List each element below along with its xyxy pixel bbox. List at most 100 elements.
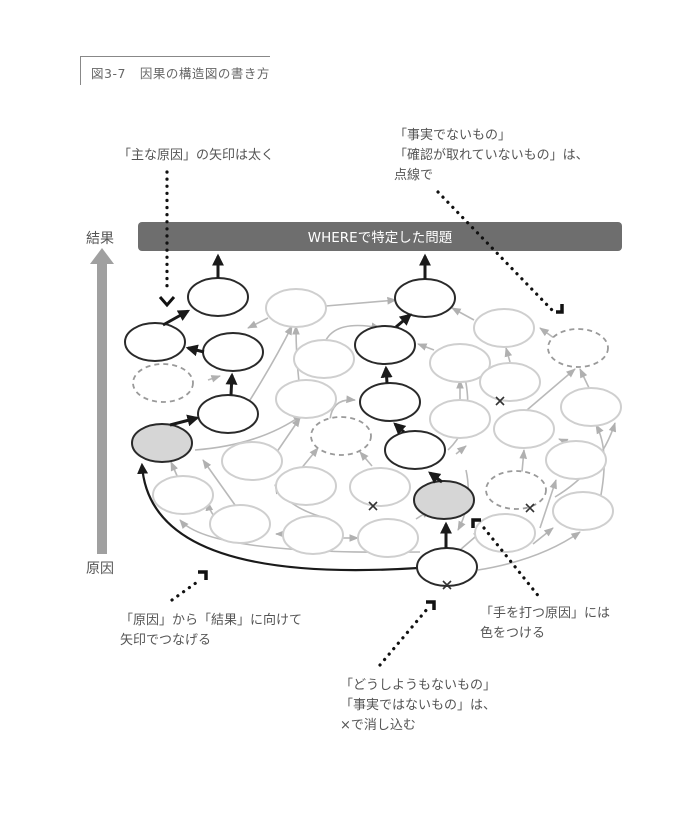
note-unverified-line3: 点線で bbox=[394, 168, 434, 183]
main-path-node bbox=[187, 277, 249, 317]
main-path-node bbox=[384, 430, 446, 470]
cause-node bbox=[221, 441, 283, 481]
main-path-node bbox=[124, 322, 186, 362]
cause-node bbox=[275, 466, 337, 506]
edge bbox=[249, 325, 293, 401]
note-connect-line1: 「原因」から「結果」に向けて bbox=[120, 613, 303, 628]
cause-node bbox=[357, 518, 419, 558]
cause-node bbox=[545, 440, 607, 480]
main-edge bbox=[185, 344, 205, 357]
note-unverified: 「事実でないもの」 「確認が取れていないもの」は、 点線で bbox=[394, 126, 589, 186]
corner-bracket-icon bbox=[556, 304, 564, 314]
note-unverified-line1: 「事実でないもの」 bbox=[394, 128, 512, 143]
nodes bbox=[124, 277, 622, 587]
x-mark-icon bbox=[442, 580, 452, 590]
corner-bracket-icon bbox=[198, 570, 208, 580]
chevron-down-icon bbox=[158, 296, 176, 308]
callout-leaders bbox=[158, 170, 564, 667]
figure-number: 図3-7 bbox=[91, 66, 126, 81]
leader-eliminate bbox=[378, 606, 430, 667]
leader-unverified bbox=[436, 190, 554, 312]
edge bbox=[207, 375, 221, 383]
main-path-node bbox=[197, 394, 259, 434]
edge bbox=[170, 461, 179, 479]
edge bbox=[526, 368, 576, 411]
note-eliminate-line2: 「事実ではないもの」は、 bbox=[340, 698, 497, 713]
note-eliminate: 「どうしようもないもの」 「事実ではないもの」は、 ×で消し込む bbox=[340, 676, 496, 736]
cause-node bbox=[473, 308, 535, 348]
note-actionable-line1: 「手を打つ原因」には bbox=[480, 606, 611, 621]
main-cause-curve bbox=[137, 462, 419, 572]
main-edge bbox=[169, 414, 200, 427]
note-eliminate-line1: 「どうしようもないもの」 bbox=[340, 678, 497, 693]
cause-node bbox=[275, 379, 337, 419]
note-connect: 「原因」から「結果」に向けて 矢印でつなげる bbox=[120, 611, 302, 651]
eliminated-marks bbox=[368, 396, 535, 590]
axis-shaft bbox=[97, 262, 107, 554]
x-mark-icon bbox=[525, 503, 535, 513]
cause-node bbox=[209, 504, 271, 544]
corner-bracket-icon bbox=[426, 600, 436, 610]
note-unverified-line2: 「確認が取れていないもの」は、 bbox=[394, 148, 589, 163]
cause-node bbox=[479, 362, 541, 402]
x-mark-icon bbox=[495, 396, 505, 406]
edge bbox=[539, 327, 555, 339]
edge bbox=[247, 317, 269, 329]
main-edge bbox=[393, 422, 407, 435]
edge bbox=[477, 531, 581, 571]
main-edge bbox=[225, 372, 238, 396]
main-cause-edges bbox=[162, 253, 452, 548]
unverified-node bbox=[310, 416, 372, 456]
main-edge bbox=[428, 471, 443, 484]
main-edge bbox=[395, 313, 412, 329]
edge bbox=[417, 343, 435, 351]
note-actionable: 「手を打つ原因」には 色をつける bbox=[480, 604, 610, 644]
edge bbox=[451, 307, 475, 321]
unverified-node bbox=[132, 363, 194, 403]
main-path-node bbox=[202, 332, 264, 372]
leader-connect bbox=[170, 578, 202, 602]
note-connect-line2: 矢印でつなげる bbox=[120, 633, 212, 648]
main-edge bbox=[162, 309, 191, 327]
cause-node bbox=[349, 467, 411, 507]
axis-label-result: 結果 bbox=[86, 231, 114, 247]
corner-bracket-icon bbox=[471, 518, 481, 528]
edge bbox=[329, 395, 356, 421]
problem-bar-label: WHEREで特定した問題 bbox=[308, 230, 453, 246]
unverified-node bbox=[547, 328, 609, 368]
main-path-node bbox=[416, 547, 478, 587]
edge bbox=[539, 479, 557, 529]
axis-label-cause: 原因 bbox=[86, 561, 114, 577]
unverified-node bbox=[485, 470, 547, 510]
edge bbox=[359, 451, 373, 467]
cause-node bbox=[282, 515, 344, 555]
cause-node bbox=[265, 288, 327, 328]
main-path-node bbox=[354, 325, 416, 365]
edge bbox=[532, 527, 554, 545]
leader-actionable bbox=[482, 526, 542, 600]
edge bbox=[519, 449, 528, 473]
axis-arrowhead-icon bbox=[90, 248, 114, 264]
main-path-node bbox=[359, 382, 421, 422]
cause-node bbox=[429, 343, 491, 383]
x-mark-icon bbox=[368, 501, 378, 511]
cause-result-axis bbox=[90, 248, 114, 554]
problem-bar: WHEREで特定した問題 bbox=[138, 222, 622, 251]
note-actionable-line2: 色をつける bbox=[480, 626, 546, 641]
cause-node bbox=[552, 491, 614, 531]
main-edge bbox=[380, 365, 393, 384]
cause-node bbox=[429, 399, 491, 439]
edge bbox=[202, 459, 236, 506]
actionable-cause-node bbox=[413, 480, 475, 520]
problem-bar-bg bbox=[138, 222, 622, 251]
cause-node bbox=[474, 513, 536, 553]
note-main-cause: 「主な原因」の矢印は太く bbox=[118, 148, 275, 163]
edge bbox=[325, 296, 397, 307]
note-eliminate-line3: ×で消し込む bbox=[340, 718, 416, 733]
cause-node bbox=[493, 409, 555, 449]
figure-caption: 図3-7 因果の構造図の書き方 bbox=[80, 56, 270, 85]
edge bbox=[504, 347, 513, 363]
figure-title: 因果の構造図の書き方 bbox=[139, 66, 270, 81]
cause-node bbox=[293, 339, 355, 379]
